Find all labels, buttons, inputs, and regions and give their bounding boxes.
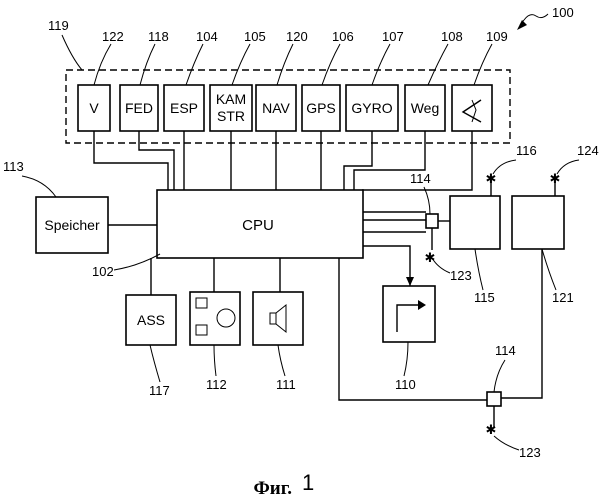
sensor-group-ref: 119 — [48, 18, 69, 33]
sensor-weg-ref: 108 — [441, 29, 463, 44]
figure-ref-arrowhead — [517, 20, 527, 30]
figure-caption-number: 1 — [302, 470, 314, 495]
sensor-v: V 122 — [78, 29, 124, 131]
sensor-angle: 109 — [452, 29, 508, 131]
node-123-lower-symbol: ✱ — [486, 422, 497, 437]
node-123-lower-ref: 123 — [519, 445, 541, 460]
sensor-v-label: V — [89, 100, 99, 116]
ass-ref: 117 — [149, 383, 170, 398]
antenna-116-ref: 116 — [516, 143, 537, 158]
display-block: 110 — [363, 246, 435, 392]
sensor-v-ref: 122 — [102, 29, 124, 44]
sensor-esp-label: ESP — [170, 100, 198, 116]
antenna-116-symbol: ✱ — [486, 171, 497, 186]
sensor-esp-ref: 104 — [196, 29, 218, 44]
unit-115-ref: 115 — [474, 290, 495, 305]
controls-ref: 112 — [206, 377, 227, 392]
sensor-weg-label: Weg — [411, 100, 440, 116]
controls-block: 112 — [190, 258, 240, 392]
sensor-gyro-ref: 107 — [382, 29, 404, 44]
cpu-ref: 102 — [92, 264, 114, 279]
memory-label: Speicher — [44, 217, 100, 233]
sensor-nav: NAV 120 — [256, 29, 308, 131]
unit-121-ref: 121 — [552, 290, 574, 305]
cpu-label: CPU — [242, 217, 274, 234]
sensor-fed-ref: 118 — [148, 29, 169, 44]
speaker-ref: 111 — [276, 377, 296, 392]
cpu-block: CPU 102 — [92, 190, 363, 279]
node-123-upper-ref: 123 — [450, 268, 472, 283]
figure-caption-prefix: Фиг. — [253, 478, 292, 499]
unit-121: 121 ✱ 124 — [512, 143, 599, 305]
speaker-block: 111 — [253, 258, 303, 392]
sensor-angle-ref: 109 — [486, 29, 508, 44]
memory-block: Speicher 113 — [3, 159, 157, 253]
memory-ref: 113 — [3, 159, 24, 174]
antenna-124-ref: 124 — [577, 143, 599, 158]
sensor-nav-label: NAV — [262, 100, 290, 116]
sensor-fed-label: FED — [125, 100, 153, 116]
antenna-124-symbol: ✱ — [550, 171, 561, 186]
sensor-kam-str-ref: 105 — [244, 29, 266, 44]
figure-ref-100: 100 — [552, 5, 574, 20]
sensor-gyro: GYRO 107 — [346, 29, 404, 131]
sensor-group-leader — [62, 35, 82, 70]
ass-block: ASS 117 — [126, 258, 176, 398]
connector-114-lower: ✱ 114 123 — [339, 249, 542, 460]
node-123-upper-symbol: ✱ — [425, 250, 436, 265]
sensor-str-label: STR — [217, 108, 245, 124]
ass-label: ASS — [137, 312, 165, 328]
connector-114-lower-ref: 114 — [495, 343, 516, 358]
sensor-gps-label: GPS — [306, 100, 336, 116]
sensor-nav-ref: 120 — [286, 29, 308, 44]
sensor-kam-label: KAM — [216, 91, 246, 107]
sensor-gyro-label: GYRO — [351, 100, 392, 116]
display-arrowhead — [406, 277, 414, 286]
sensor-gps-ref: 106 — [332, 29, 354, 44]
connector-114-upper-ref: 114 — [410, 171, 431, 186]
sensor-fed: FED 118 — [120, 29, 169, 131]
display-ref: 110 — [395, 377, 416, 392]
